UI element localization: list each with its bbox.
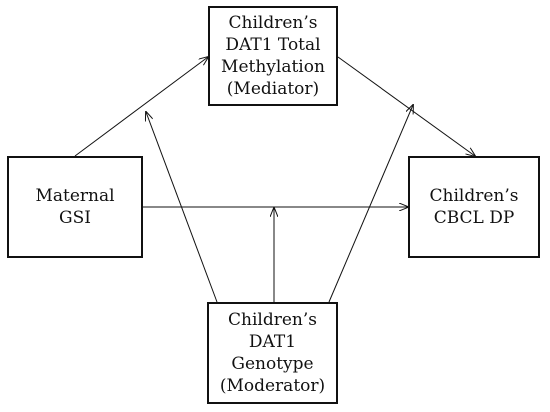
predictor-label-line-2: GSI [59, 208, 91, 228]
outcome-label-line-2: CBCL DP [433, 208, 515, 228]
moderator-label-line-3: Genotype [231, 354, 314, 374]
mediator-node: Children’s DAT1 Total Methylation (Media… [208, 6, 338, 106]
predictor-label-line-1: Maternal [35, 186, 115, 206]
outcome-node: Children’s CBCL DP [408, 156, 540, 258]
outcome-label-line-1: Children’s [429, 186, 519, 206]
moderator-label-line-4: (Moderator) [219, 376, 326, 396]
arrow-moderator-to-mediator-outcome-path [328, 105, 413, 303]
predictor-node: Maternal GSI [7, 156, 143, 258]
mediator-label-line-4: (Mediator) [226, 79, 320, 99]
arrow-moderator-to-predictor-mediator-path [146, 112, 218, 303]
mediator-label-line-3: Methylation [221, 57, 325, 77]
arrow-mediator-to-outcome [337, 56, 475, 156]
arrow-predictor-to-mediator [74, 57, 208, 157]
moderator-label-line-2: DAT1 [248, 332, 297, 352]
moderator-node: Children’s DAT1 Genotype (Moderator) [207, 302, 338, 404]
mediator-label-line-1: Children’s [228, 13, 318, 33]
mediator-label-line-2: DAT1 Total [225, 35, 321, 55]
moderator-label-line-1: Children’s [228, 310, 317, 330]
